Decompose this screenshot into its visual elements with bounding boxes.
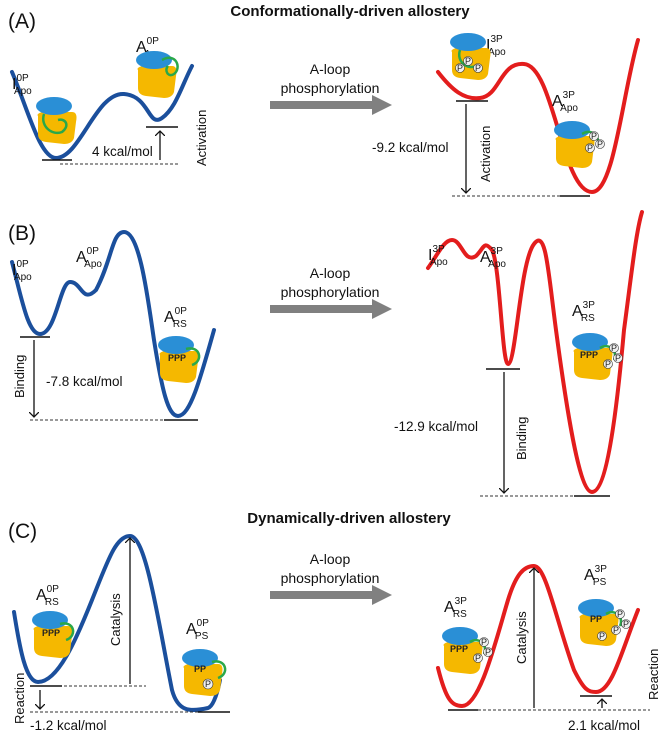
adp-label: PP	[194, 664, 206, 674]
phosphorylation-arrow-b: A-loop phosphorylation	[270, 265, 392, 319]
phosphate-icon	[463, 56, 473, 66]
panel-label-c: (C)	[8, 520, 37, 543]
energy-label-b-right: -12.9 kcal/mol	[394, 419, 478, 434]
arrow-label-a-line1: A-loop	[310, 61, 351, 77]
phosphate-icon	[585, 143, 595, 153]
atp-label: PPP	[450, 644, 468, 654]
arrow-label-c-line2: phosphorylation	[281, 570, 380, 586]
phosphate-icon	[615, 609, 625, 619]
vlabel-reaction-c-left: Reaction	[12, 673, 27, 724]
phosphate-icon	[609, 343, 619, 353]
phosphate-icon	[603, 359, 613, 369]
phosphate-icon	[483, 647, 493, 657]
energy-curve-c-left	[12, 533, 222, 712]
svg-text:P: P	[587, 143, 593, 153]
kinase-protein-icon: PPP P P P	[572, 333, 623, 380]
phosphate-icon	[611, 625, 621, 635]
energy-curve-b-left	[10, 229, 216, 419]
svg-text:P: P	[591, 131, 597, 141]
energy-curve-b-right	[426, 210, 644, 495]
energy-label-a-left: 4 kcal/mol	[92, 144, 153, 159]
panel-label-a: (A)	[8, 10, 36, 33]
arrow-label-b-line1: A-loop	[310, 265, 351, 281]
phosphate-icon	[202, 678, 214, 690]
svg-text:P: P	[597, 139, 603, 149]
arrow-label-a-line2: phosphorylation	[281, 80, 380, 96]
phosphate-icon	[613, 353, 623, 363]
atp-label: PPP	[168, 353, 186, 363]
phosphate-icon	[473, 653, 483, 663]
phosphate-icon	[595, 139, 605, 149]
kinase-protein-icon: PP P P P P	[578, 599, 631, 646]
atp-label: PPP	[42, 628, 60, 638]
phosphorylation-arrow-c: A-loop phosphorylation	[270, 551, 392, 605]
energy-label-a-right: -9.2 kcal/mol	[372, 140, 449, 155]
energy-curve-a-left	[10, 64, 194, 161]
kinase-protein-icon: PPP P P P	[442, 627, 493, 674]
svg-text:P: P	[613, 625, 619, 635]
vlabel-catalysis-c-right: Catalysis	[514, 611, 529, 664]
svg-text:P: P	[481, 637, 487, 647]
energy-label-c-left: -1.2 kcal/mol	[30, 718, 107, 733]
svg-text:P: P	[465, 56, 471, 66]
vlabel-reaction-c-right: Reaction	[646, 649, 661, 700]
svg-text:P: P	[611, 343, 617, 353]
vlabel-activation-a-left: Activation	[194, 110, 209, 166]
svg-text:P: P	[205, 679, 211, 689]
arrow-label-b-line2: phosphorylation	[281, 284, 380, 300]
phosphorylation-arrow-a: A-loop phosphorylation	[270, 61, 392, 115]
svg-text:P: P	[623, 619, 629, 629]
svg-text:P: P	[475, 653, 481, 663]
phosphate-icon	[597, 631, 607, 641]
energy-curve-a-right	[436, 38, 640, 195]
kinase-protein-icon: PPP	[158, 336, 201, 383]
phosphate-icon	[589, 131, 599, 141]
phosphate-icon	[621, 619, 631, 629]
svg-text:P: P	[485, 647, 491, 657]
vlabel-catalysis-c-left: Catalysis	[108, 593, 123, 646]
phosphate-icon	[473, 63, 483, 73]
energy-curve-c-right	[436, 563, 640, 709]
vlabel-binding-b-right: Binding	[514, 417, 529, 460]
kinase-protein-icon: P P P	[554, 121, 605, 168]
kinase-protein-icon: P P P	[450, 33, 491, 80]
svg-text:P: P	[615, 353, 621, 363]
adp-label: PP	[590, 614, 602, 624]
phosphate-icon	[479, 637, 489, 647]
arrow-label-c-line1: A-loop	[310, 551, 351, 567]
svg-text:P: P	[605, 359, 611, 369]
energy-label-c-right: 2.1 kcal/mol	[568, 718, 640, 733]
vlabel-binding-b-left: Binding	[12, 355, 27, 398]
svg-text:P: P	[475, 63, 481, 73]
heading-conformational: Conformationally-driven allostery	[230, 3, 470, 20]
kinase-protein-icon: PP P	[182, 649, 227, 696]
panel-label-b: (B)	[8, 222, 36, 245]
vlabel-activation-a-right: Activation	[478, 126, 493, 182]
heading-dynamical: Dynamically-driven allostery	[247, 510, 451, 527]
svg-text:P: P	[457, 63, 463, 73]
atp-label: PPP	[580, 350, 598, 360]
svg-text:P: P	[617, 609, 623, 619]
phosphate-icon	[455, 63, 465, 73]
kinase-protein-icon: PPP	[32, 611, 75, 658]
kinase-protein-icon	[136, 51, 179, 98]
energy-label-b-left: -7.8 kcal/mol	[46, 374, 123, 389]
svg-text:P: P	[599, 631, 605, 641]
kinase-protein-icon	[36, 97, 77, 144]
